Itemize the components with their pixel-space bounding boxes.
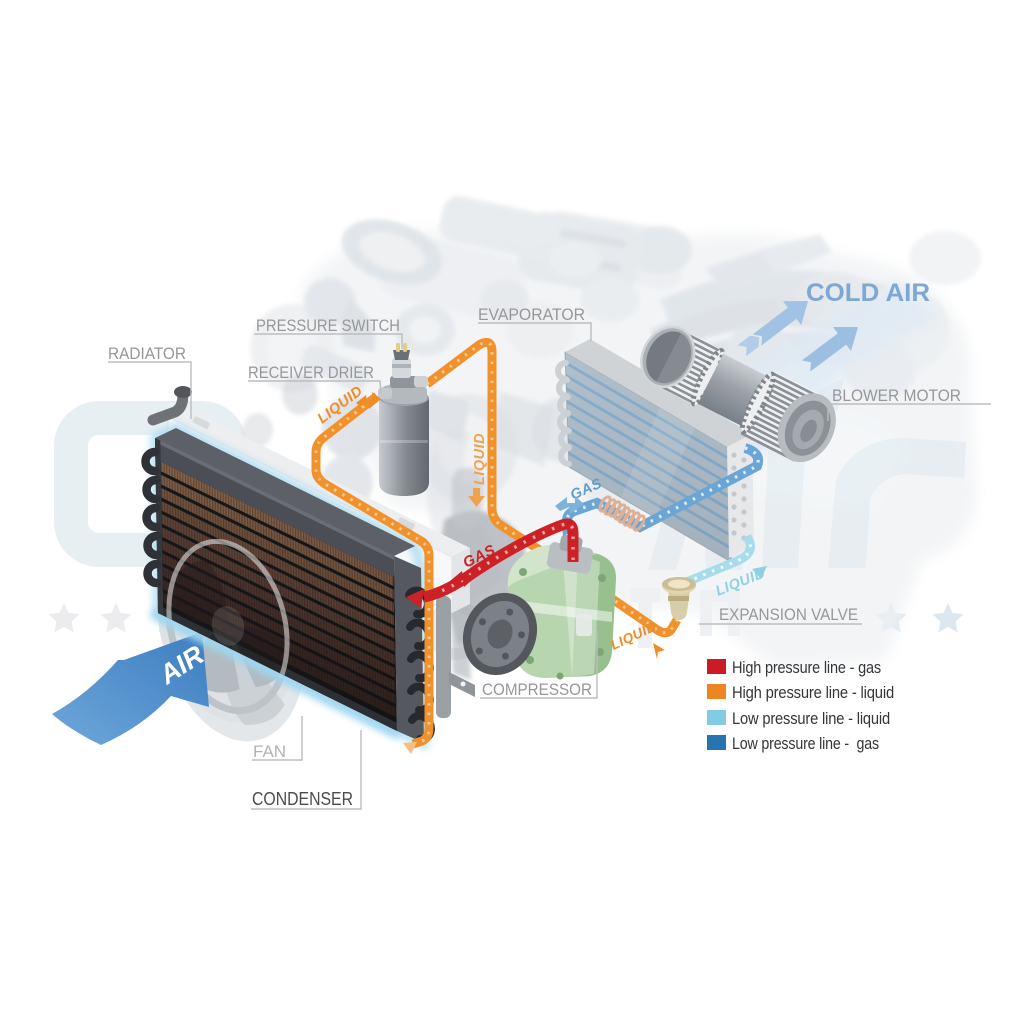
svg-text:COLD AIR: COLD AIR [806,279,930,307]
svg-text:LIQUID: LIQUID [472,433,488,485]
svg-text:High pressure line - liquid: High pressure line - liquid [732,683,894,702]
svg-text:EVAPORATOR: EVAPORATOR [478,305,585,324]
svg-text:CONDENSER: CONDENSER [252,789,353,809]
svg-text:High pressure line - gas: High pressure line - gas [732,658,881,677]
svg-text:FAN: FAN [253,742,286,761]
svg-text:Low pressure line - liquid: Low pressure line - liquid [732,709,890,728]
svg-text:PRESSURE SWITCH: PRESSURE SWITCH [256,316,400,335]
svg-text:COMPRESSOR: COMPRESSOR [482,680,592,699]
svg-text:RADIATOR: RADIATOR [108,344,186,363]
svg-text:Low pressure line - gas: Low pressure line - gas [732,734,879,753]
svg-text:BLOWER MOTOR: BLOWER MOTOR [832,386,961,405]
svg-text:RECEIVER DRIER: RECEIVER DRIER [248,363,374,382]
svg-text:EXPANSION VALVE: EXPANSION VALVE [719,605,858,624]
